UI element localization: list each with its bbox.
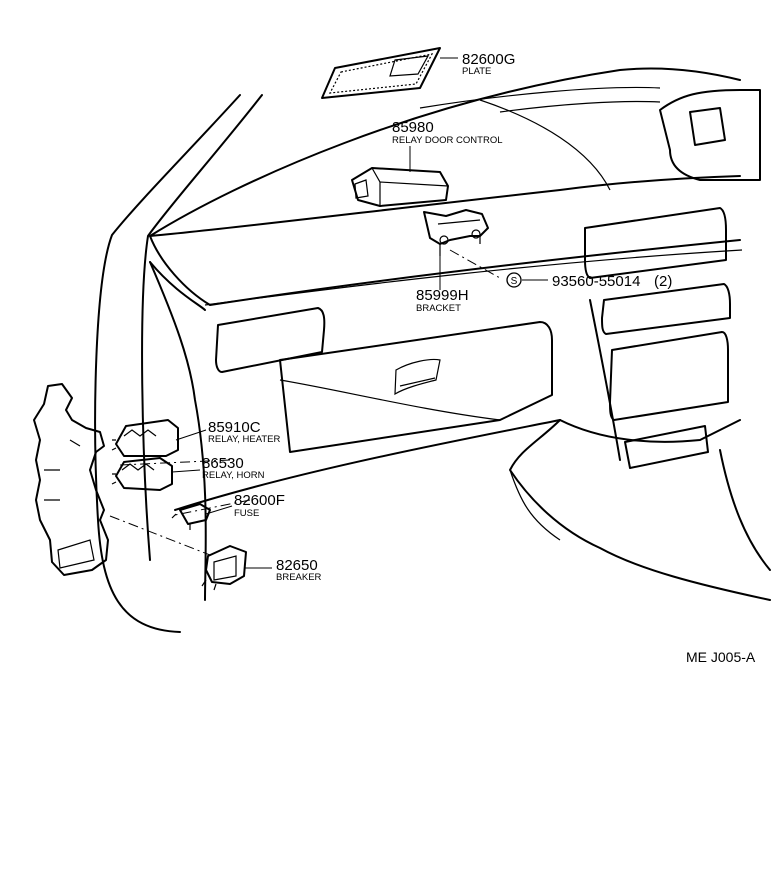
- figure-code: ME J005-A: [686, 649, 756, 665]
- bracket-name: BRACKET: [416, 303, 461, 314]
- relay-horn-number: 86530: [202, 455, 244, 472]
- bracket-number: 85999H: [416, 287, 469, 304]
- plate-number: 82600G: [462, 51, 515, 68]
- fuse-number: 82600F: [234, 492, 285, 509]
- screw-qty: (2): [654, 273, 672, 290]
- relay-horn-part: [111, 457, 173, 491]
- relay-heater-number: 85910C: [208, 419, 261, 436]
- breaker-number: 82650: [276, 557, 318, 574]
- fuse-part: [171, 503, 211, 530]
- relay-heater-part: [111, 419, 179, 457]
- plate-part: [321, 47, 441, 99]
- breaker-part: [201, 545, 247, 591]
- plate-name: PLATE: [462, 66, 491, 77]
- relay-door-number: 85980: [392, 119, 434, 136]
- screw-number: 93560-55014: [552, 273, 640, 290]
- relay-heater-name: RELAY, HEATER: [208, 434, 280, 445]
- standard-part-symbol: S: [511, 276, 518, 287]
- dashboard-outline: [94, 67, 771, 633]
- breaker-name: BREAKER: [276, 572, 322, 583]
- dash-panels: [215, 207, 731, 469]
- bracket-part: [423, 209, 489, 256]
- leader-lines: [109, 57, 548, 569]
- standard-part-symbol-circle: [506, 272, 522, 288]
- relay-horn-name: RELAY, HORN: [202, 470, 265, 481]
- relay-door-name: RELAY DOOR CONTROL: [392, 135, 503, 146]
- junction-block: [33, 383, 109, 576]
- relay-door-control-part: [351, 167, 449, 207]
- fuse-name: FUSE: [234, 508, 259, 519]
